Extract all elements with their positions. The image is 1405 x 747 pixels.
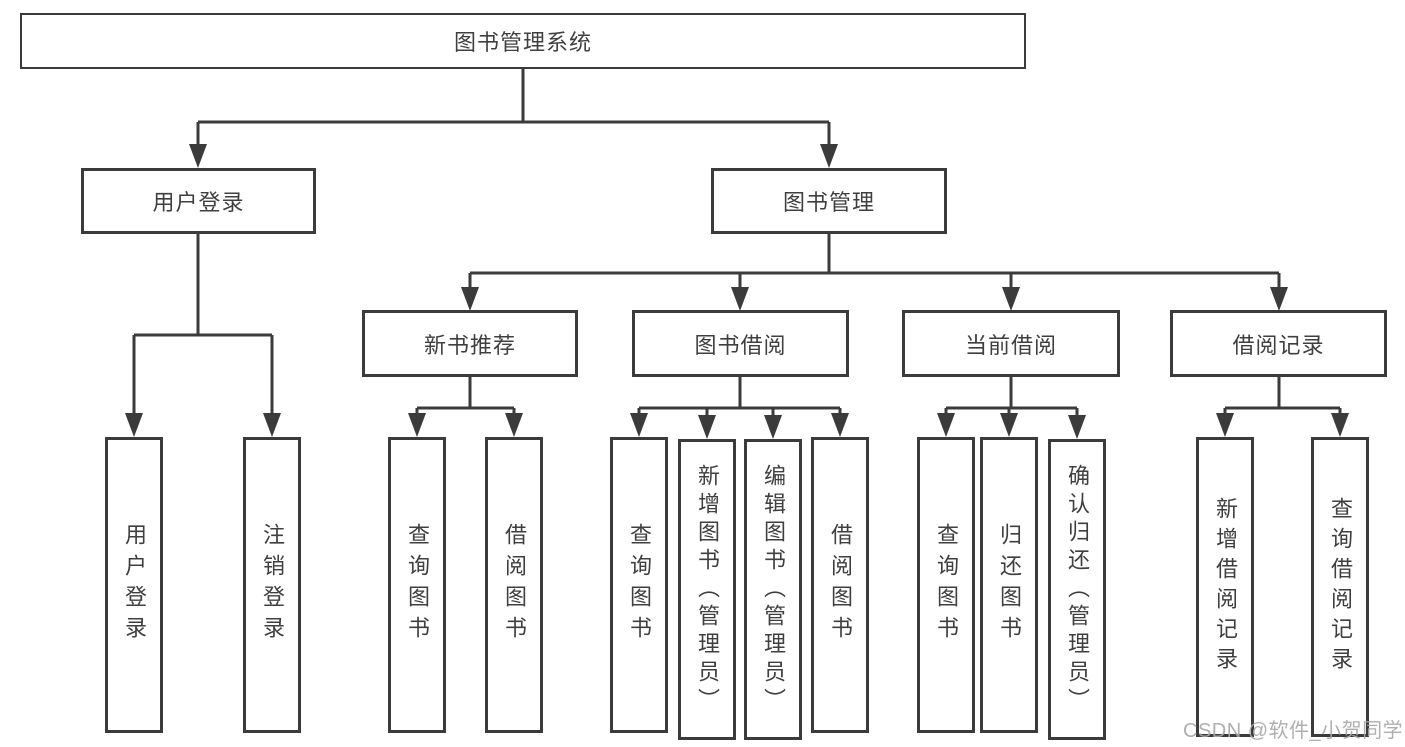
- node-book-borrowing: 图书借阅: [632, 310, 849, 377]
- leaf-query-books-borrowing: 查询图书: [610, 437, 668, 733]
- leaf-add-borrow-record: 新增借阅记录: [1196, 437, 1254, 737]
- arrowhead: [820, 144, 838, 168]
- connector-borrowrecords-to-leaves: [1216, 377, 1349, 437]
- connector-currentborrow-to-leaves: [937, 377, 1086, 439]
- connector-userlogin-to-leaves: [125, 234, 281, 437]
- connector-bookborrow-to-leaves: [630, 377, 849, 439]
- node-book-management: 图书管理: [711, 168, 947, 234]
- leaf-query-books-recommend: 查询图书: [388, 437, 446, 733]
- leaf-query-books-current: 查询图书: [917, 437, 975, 733]
- arrowhead: [764, 415, 782, 439]
- arrowhead: [731, 287, 749, 311]
- csdn-watermark: CSDN @软件_小贺同学: [1183, 720, 1404, 742]
- arrowhead: [1068, 415, 1086, 439]
- leaf-add-books-admin: 新增图书（管理员）: [678, 439, 736, 740]
- arrowhead: [408, 413, 426, 437]
- arrowhead: [1331, 413, 1349, 437]
- leaf-borrow-books-recommend: 借阅图书: [485, 437, 543, 733]
- leaf-query-borrow-record: 查询借阅记录: [1311, 437, 1369, 737]
- leaf-confirm-return-admin: 确认归还（管理员）: [1048, 439, 1106, 740]
- leaf-edit-books-admin: 编辑图书（管理员）: [744, 439, 802, 740]
- arrowhead: [1270, 287, 1288, 311]
- arrowhead: [1000, 413, 1018, 437]
- node-borrowing-records: 借阅记录: [1170, 310, 1387, 377]
- arrowhead: [1002, 287, 1020, 311]
- connector-root-to-level2: [189, 69, 838, 168]
- arrowhead: [189, 144, 207, 168]
- arrowhead: [125, 413, 143, 437]
- arrowhead: [937, 413, 955, 437]
- node-current-borrowing: 当前借阅: [902, 310, 1120, 377]
- arrowhead: [1216, 413, 1234, 437]
- arrowhead: [263, 413, 281, 437]
- node-root-system: 图书管理系统: [20, 13, 1026, 69]
- arrowhead: [698, 415, 716, 439]
- leaf-borrow-books-borrowing: 借阅图书: [811, 437, 869, 733]
- leaf-return-books: 归还图书: [980, 437, 1038, 733]
- connector-newbooks-to-leaves: [408, 377, 523, 437]
- leaf-user-login: 用户登录: [105, 437, 163, 733]
- arrowhead: [461, 287, 479, 311]
- arrowhead: [831, 413, 849, 437]
- node-user-login: 用户登录: [81, 168, 316, 234]
- node-new-book-recommend: 新书推荐: [362, 310, 578, 377]
- connector-bookmgmt-to-level3: [461, 234, 1288, 311]
- arrowhead: [630, 413, 648, 437]
- leaf-logout: 注销登录: [243, 437, 301, 733]
- arrowhead: [505, 413, 523, 437]
